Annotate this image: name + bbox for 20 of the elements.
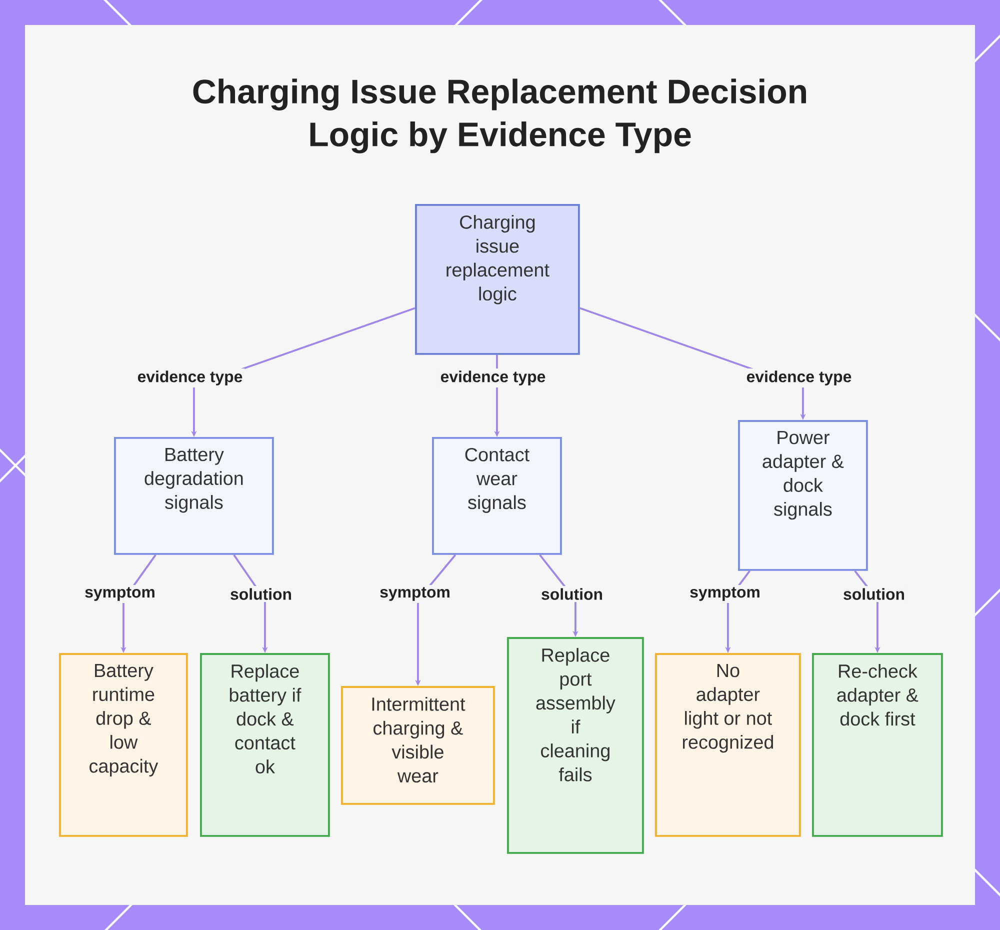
- symptom-box: Intermittent charging & visible wear: [341, 686, 495, 805]
- category-box: Power adapter & dock signals: [738, 420, 868, 571]
- symptom-box: Battery runtime drop & low capacity: [59, 653, 188, 837]
- solution-box: Replace battery if dock & contact ok: [200, 653, 330, 837]
- topic-box: Charging issue replacement logic: [415, 204, 580, 355]
- edge-label: solution: [538, 586, 606, 602]
- category-box: Battery degradation signals: [114, 437, 274, 555]
- edge-label: evidence type: [438, 368, 548, 388]
- edge-label: solution: [228, 586, 294, 602]
- edge-label: symptom: [377, 585, 453, 603]
- title: Charging Issue Replacement Decision Logic by Evidence Type: [193, 78, 806, 154]
- solution-box: Replace port assembly if cleaning fails: [507, 637, 644, 854]
- edge-label: evidence type: [744, 368, 854, 388]
- edge-label: symptom: [82, 585, 158, 603]
- edge-label: symptom: [687, 585, 763, 603]
- solution-box: Re-check adapter & dock first: [812, 653, 943, 837]
- edge-label: solution: [840, 586, 908, 602]
- edge-label: evidence type: [135, 368, 245, 388]
- symptom-box: No adapter light or not recognized: [655, 653, 801, 837]
- category-box: Contact wear signals: [432, 437, 562, 555]
